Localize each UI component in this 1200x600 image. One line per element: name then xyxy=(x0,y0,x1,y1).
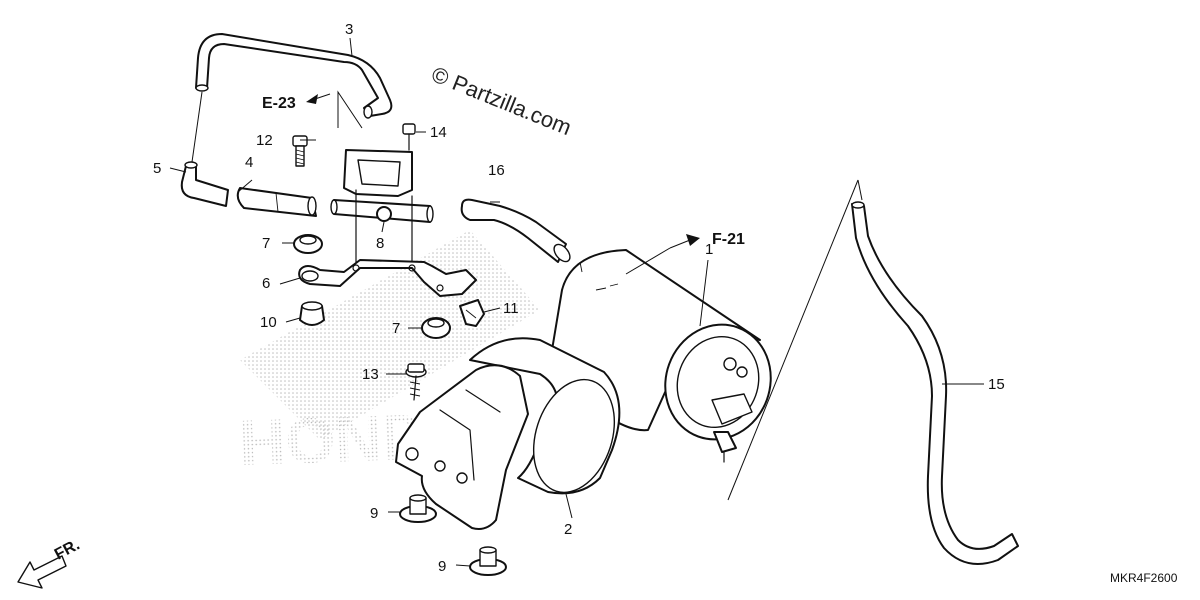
part-3-breather-hose[interactable] xyxy=(195,33,393,119)
callout-14[interactable]: 14 xyxy=(430,124,447,141)
callout-3[interactable]: 3 xyxy=(345,21,353,38)
callout-2[interactable]: 2 xyxy=(564,521,572,538)
callout-4[interactable]: 4 xyxy=(245,154,253,171)
part-8-valve[interactable] xyxy=(330,149,434,269)
part-6-bracket[interactable] xyxy=(298,259,477,297)
reference-e23[interactable]: E-23 xyxy=(262,95,296,112)
callout-7-lower[interactable]: 7 xyxy=(392,320,400,337)
part-9-collar-right[interactable] xyxy=(469,546,507,576)
callout-11[interactable]: 11 xyxy=(503,300,519,317)
callout-6[interactable]: 6 xyxy=(262,275,270,292)
part-16-hose[interactable] xyxy=(460,198,573,265)
callout-10[interactable]: 10 xyxy=(260,314,277,331)
part-12-bolt[interactable] xyxy=(292,135,308,167)
callout-16[interactable]: 16 xyxy=(488,162,505,179)
part-7-grommet-lower[interactable] xyxy=(421,317,451,339)
part-14-small-bolt[interactable] xyxy=(402,123,416,151)
part-7-grommet-upper[interactable] xyxy=(293,234,323,254)
reference-arrow-e23 xyxy=(306,93,331,104)
callout-9-left[interactable]: 9 xyxy=(370,505,378,522)
callout-13[interactable]: 13 xyxy=(362,366,379,383)
part-5-elbow-joint[interactable] xyxy=(180,161,229,207)
callout-5[interactable]: 5 xyxy=(153,160,161,177)
copyright-watermark: © Partzilla.com xyxy=(428,61,575,140)
part-9-collar-left[interactable] xyxy=(399,494,437,523)
part-2-canister-holder[interactable] xyxy=(395,337,628,530)
connection-line-3-5 xyxy=(191,91,203,163)
part-15-long-hose[interactable] xyxy=(851,201,1019,565)
part-10-collar[interactable] xyxy=(299,301,325,326)
reference-f21[interactable]: F-21 xyxy=(712,231,745,248)
callout-12[interactable]: 12 xyxy=(256,132,273,149)
part-11-clip[interactable] xyxy=(459,299,485,327)
callout-7-upper[interactable]: 7 xyxy=(262,235,270,252)
front-direction-arrow: FR. xyxy=(17,536,83,589)
leader-lines xyxy=(169,37,984,567)
callout-15[interactable]: 15 xyxy=(988,376,1005,393)
callout-9-right[interactable]: 9 xyxy=(438,558,446,575)
part-4-tube[interactable] xyxy=(236,187,317,217)
callout-1[interactable]: 1 xyxy=(705,241,713,258)
reference-arrow-f21 xyxy=(669,234,700,249)
diagram-code: MKR4F2600 xyxy=(1110,571,1178,585)
callout-8[interactable]: 8 xyxy=(376,235,384,252)
part-13-bolt[interactable] xyxy=(405,363,427,401)
